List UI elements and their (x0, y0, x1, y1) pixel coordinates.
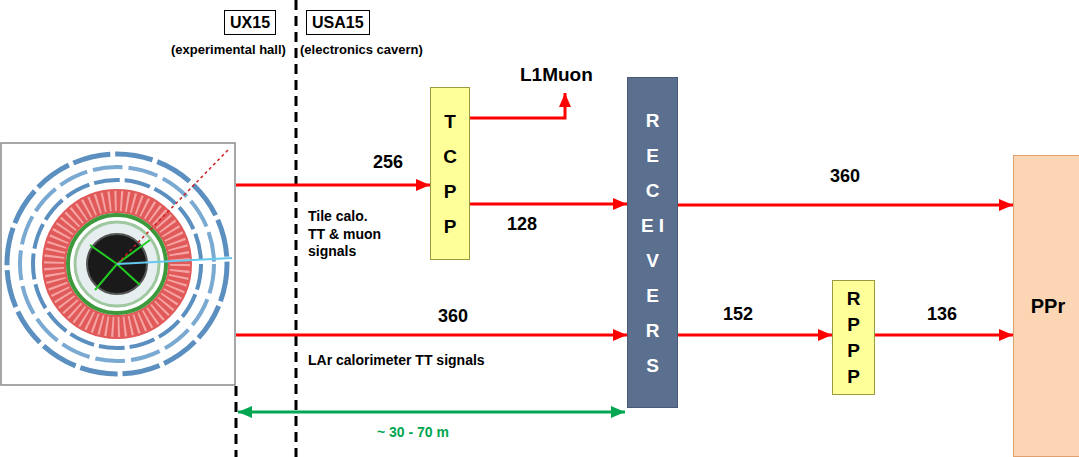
box-text: USA15 (312, 13, 364, 32)
box-text: T C P P (438, 104, 463, 244)
detector-drawing (7, 150, 232, 374)
l1muon-arrow (470, 93, 565, 118)
channel-count: 360 (438, 306, 468, 327)
channel-count: 360 (828, 166, 862, 187)
signal-connector (470, 203, 627, 206)
area-caption: (electronics cavern) (300, 42, 423, 57)
distance-label: ~ 30 - 70 m (377, 424, 449, 440)
area-caption: (experimental hall) (171, 42, 286, 57)
tile-signal-arrow (236, 184, 430, 187)
patch-panel-box: R P P P (832, 280, 875, 395)
preprocessor-box: PPr (1013, 155, 1079, 457)
area-tag: USA15 (306, 10, 370, 35)
channel-count: 256 (373, 152, 403, 173)
cavern-boundary (295, 0, 298, 457)
box-text: UX15 (230, 13, 270, 32)
signal-connector (678, 204, 1013, 207)
box-text: PPr (1031, 294, 1065, 318)
distance-arrow (238, 411, 625, 414)
area-tag: UX15 (224, 10, 276, 35)
patch-panel-box: T C P P (430, 87, 470, 260)
detector-frame (1, 143, 235, 385)
signal-description: LAr calorimeter TT signals (308, 352, 485, 368)
channel-count: 128 (505, 214, 539, 235)
detector-boundary (235, 386, 238, 457)
receiver-box: R E C E I V E R S (627, 77, 678, 408)
channel-count: 152 (721, 304, 755, 325)
channel-count: 136 (925, 304, 959, 325)
signal-connector (678, 334, 832, 337)
box-text: R E C E I V E R S (640, 103, 665, 383)
lar-signal-arrow (236, 334, 627, 337)
signal-description: Tile calo. TT & muon signals (308, 208, 386, 261)
signal-connector (875, 334, 1013, 337)
box-text: R P P P (841, 286, 866, 390)
output-name: L1Muon (520, 64, 593, 86)
